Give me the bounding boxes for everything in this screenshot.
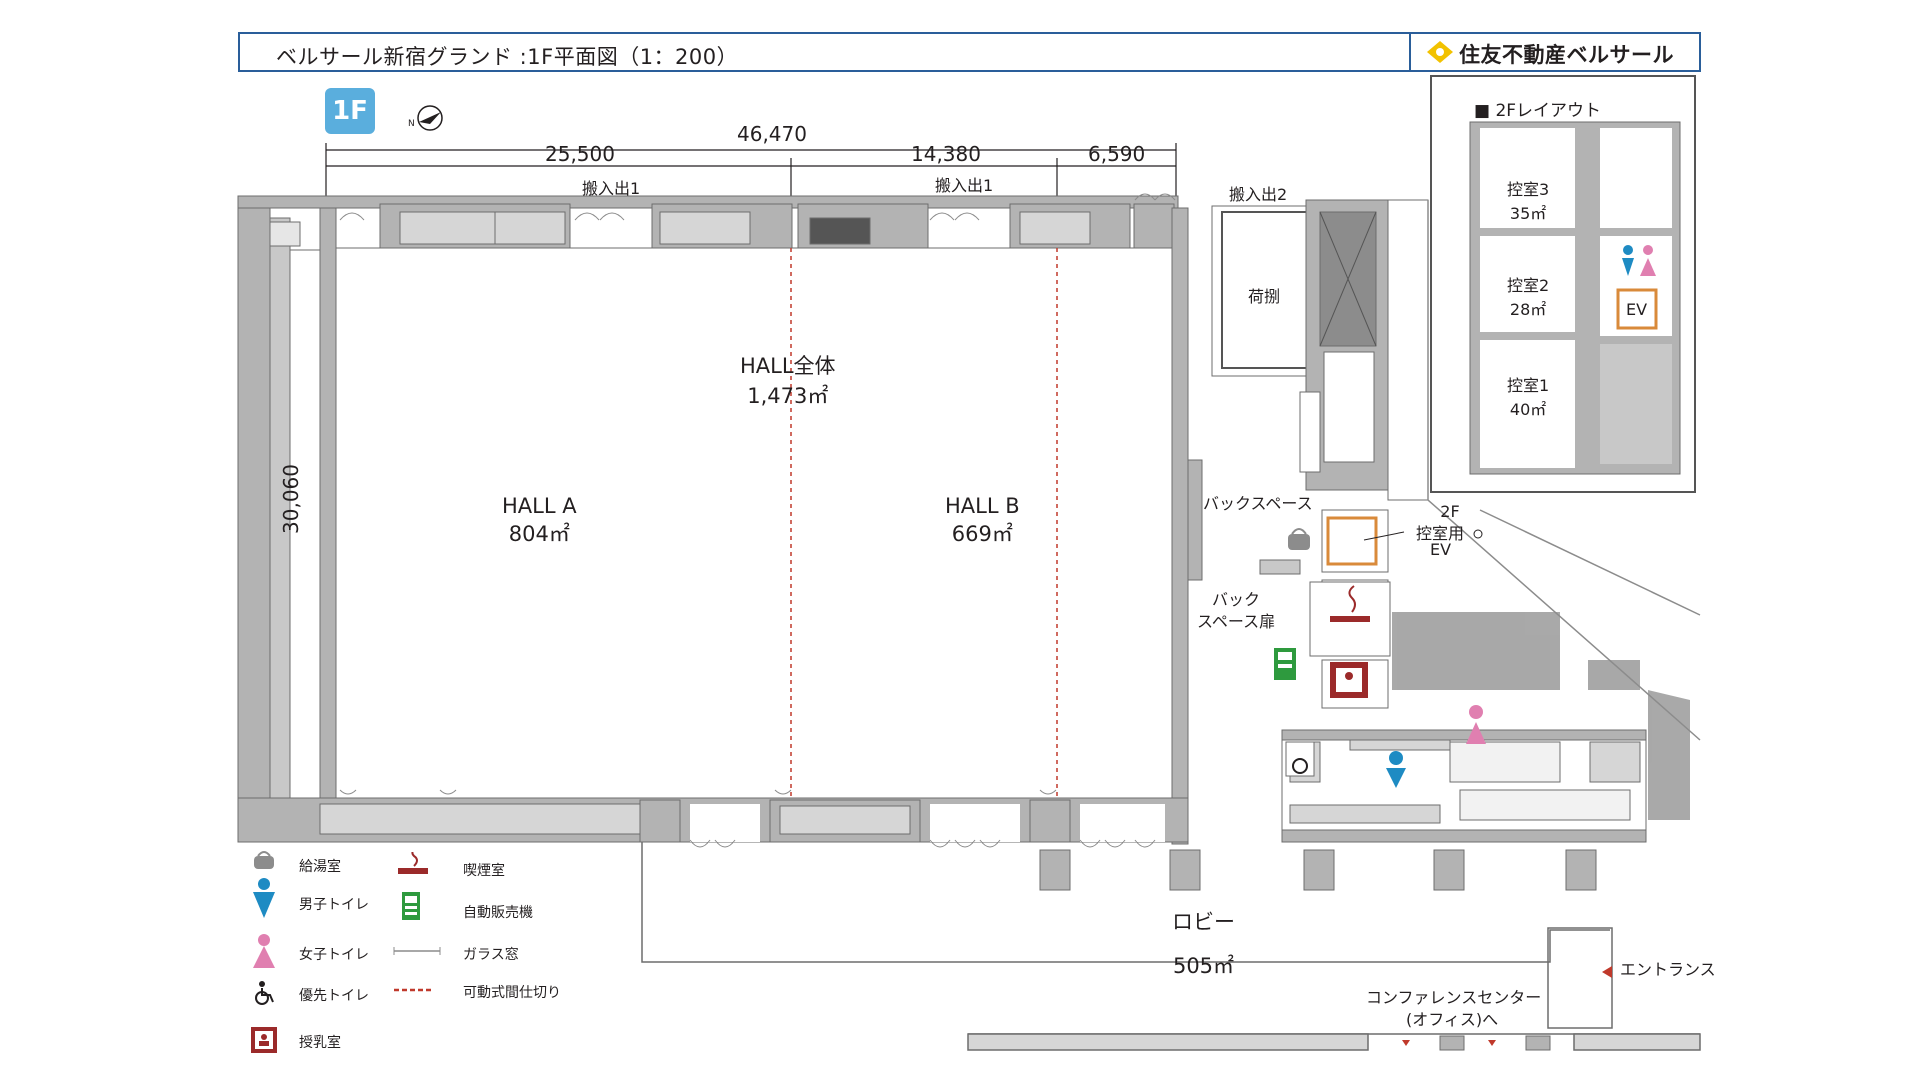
hatched-area (1392, 612, 1690, 820)
legend-nursing-label: 授乳室 (299, 1035, 341, 1051)
conference-line2: (オフィス)へ (1406, 1010, 1499, 1029)
floor-badge: 1F (325, 88, 375, 134)
movable-partitions (790, 248, 1058, 798)
lobby-markers (1402, 966, 1612, 1046)
legend-partition-label: 可動式間仕切り (463, 985, 561, 1001)
lobby-area: 505㎡ (1172, 954, 1235, 978)
dim-total-width: 46,470 (737, 122, 807, 146)
inset-room-1-area: 40㎡ (1509, 400, 1547, 419)
female-toilet-icon (253, 934, 275, 968)
inset-ev-label: EV (1626, 300, 1648, 319)
legend-smoking-label: 喫煙室 (463, 863, 505, 879)
brand-box: 住友不動産ベルサール (1409, 34, 1699, 70)
ev-label-waiting: 控室用 (1416, 524, 1465, 543)
inset-title: ■ 2Fレイアウト (1474, 101, 1602, 121)
glass-window-icon (393, 947, 441, 955)
inset-restroom-icons (1622, 245, 1656, 276)
brand-logo-icon (1427, 41, 1453, 63)
inset-room-2: 控室2 28㎡ (1507, 272, 1549, 320)
legend-vending-label: 自動販売機 (463, 905, 533, 921)
page-title: ベルサール新宿グランド :1F平面図（1：200） (276, 45, 739, 69)
lobby-label: ロビー 505㎡ (1172, 906, 1235, 980)
dim-segment-b: 14,380 (911, 142, 981, 166)
inset-room-2-name: 控室2 (1507, 276, 1550, 295)
ev-label-2f: 2F (1440, 502, 1460, 521)
unloading-area-label: 荷捌 (1248, 287, 1281, 306)
dim-depth: 30,060 (278, 464, 303, 534)
lobby-name: ロビー (1172, 910, 1235, 934)
hall-whole-name: HALL全体 (740, 354, 836, 378)
legend-kettle-label: 給湯室 (299, 859, 341, 875)
lobby-columns (1039, 849, 1597, 1051)
bottom-wall (237, 797, 1189, 843)
back-space-door-line1: バック (1212, 590, 1261, 609)
hall-b-label: HALL B 669㎡ (945, 494, 1020, 548)
legend-male-label: 男子トイレ (299, 897, 369, 913)
nursing-room-icon (251, 1027, 277, 1053)
lobby (641, 842, 1701, 1051)
hall-a-area: 804㎡ (508, 522, 570, 546)
legend-female-label: 女子トイレ (299, 947, 369, 963)
kettle-map-icon (1288, 528, 1310, 550)
back-space-door-line2: スペース扉 (1197, 612, 1276, 631)
top-wall (237, 195, 1179, 839)
hall-a-name: HALL A (502, 494, 577, 518)
hall-whole-area: 1,473㎡ (747, 384, 829, 408)
entrance-label: エントランス (1620, 960, 1716, 979)
movable-partition-icon (394, 988, 434, 992)
male-toilet-icon (253, 878, 275, 918)
inset-room-3-area: 35㎡ (1509, 204, 1547, 223)
vending-map-icon (1274, 648, 1296, 680)
door-swings (339, 193, 1176, 848)
hall-right-wall (1171, 207, 1189, 845)
smoking-map-icon (1309, 581, 1391, 657)
hall-a-label: HALL A 804㎡ (502, 494, 577, 548)
inset-room-1-name: 控室1 (1507, 376, 1550, 395)
legend-accessible-label: 優先トイレ (299, 988, 369, 1004)
right-diagonal-wall (1427, 200, 1701, 741)
inset-room-3: 控室3 35㎡ (1507, 176, 1549, 224)
hall-floor (335, 247, 1173, 799)
2f-ev-shaft (1326, 516, 1378, 566)
inset-2f-layout (1430, 75, 1696, 493)
hall-whole-label: HALL全体 1,473㎡ (740, 350, 836, 410)
inset-room-3-name: 控室3 (1507, 180, 1550, 199)
vending-machine-icon (402, 892, 420, 920)
loading-entry-1-right: 搬入出1 (935, 176, 994, 195)
header-bar: ベルサール新宿グランド :1F平面図（1：200） 住友不動産ベルサール (238, 32, 1701, 72)
compass-icon: N (408, 105, 443, 131)
hall-b-name: HALL B (945, 494, 1020, 518)
inset-room-1: 控室1 40㎡ (1507, 372, 1549, 420)
nursing-map-icon (1330, 662, 1368, 698)
restroom-block (1281, 729, 1647, 843)
legend-glass-label: ガラス窓 (463, 947, 519, 963)
smoking-icon (398, 852, 428, 874)
compass-n-label: N (408, 119, 415, 129)
loading-entry-1-left: 搬入出1 (582, 179, 641, 198)
inset-room-2-area: 28㎡ (1509, 300, 1547, 319)
hall-b-area: 669㎡ (951, 522, 1013, 546)
ev-label-ev: EV (1430, 540, 1452, 559)
conference-line1: コンファレンスセンター (1366, 988, 1542, 1007)
back-space-label: バックスペース (1203, 494, 1313, 513)
restroom-map-icons (1285, 705, 1486, 788)
kettle-icon (254, 851, 274, 869)
accessible-toilet-icon (255, 981, 274, 1005)
dim-segment-a: 25,500 (545, 142, 615, 166)
dimension-lines (325, 143, 1177, 200)
dim-segment-c: 6,590 (1088, 142, 1146, 166)
brand-name: 住友不動産ベルサール (1459, 43, 1674, 67)
loading-entry-2: 搬入出2 (1229, 185, 1288, 204)
